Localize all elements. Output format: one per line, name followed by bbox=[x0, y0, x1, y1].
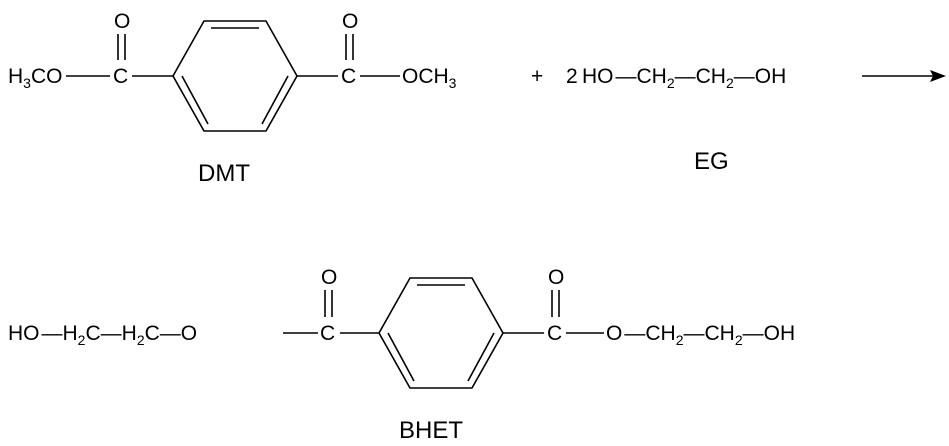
dmt-left-methoxy: H3CO bbox=[8, 65, 62, 91]
eg-molecule: 2 HO—CH2—CH2—OH EG bbox=[566, 65, 786, 175]
dmt-left-carbonyl-c: C bbox=[113, 65, 128, 88]
dmt-ring-double-lower-left bbox=[181, 75, 209, 125]
eg-name: EG bbox=[694, 148, 729, 175]
bhet-name: BHET bbox=[399, 417, 463, 444]
reaction-arrow bbox=[862, 70, 946, 82]
bhet-left-carbonyl-c: C bbox=[320, 322, 335, 345]
dmt-ring-double-lower-right bbox=[261, 75, 289, 125]
bhet-left-chain: HO—H2C—H2C—O bbox=[8, 322, 197, 348]
bhet-left-carbonyl-o: O bbox=[321, 266, 337, 289]
bhet-molecule: HO—H2C—H2C—O C O C O O—CH2—CH2—OH BHET bbox=[8, 266, 795, 444]
dmt-benzene-ring bbox=[172, 20, 298, 132]
bhet-ring-double-lower-right bbox=[467, 332, 495, 382]
dmt-right-methoxy: OCH3 bbox=[402, 65, 457, 91]
dmt-right-carbonyl-o: O bbox=[342, 10, 358, 33]
bhet-right-chain: O—CH2—CH2—OH bbox=[606, 322, 795, 348]
eg-coefficient: 2 bbox=[566, 65, 578, 88]
dmt-right-carbonyl-c: C bbox=[341, 65, 356, 88]
bhet-right-carbonyl-c: C bbox=[547, 322, 562, 345]
plus-sign: + bbox=[531, 65, 543, 88]
bhet-right-carbonyl-o: O bbox=[548, 266, 564, 289]
dmt-left-carbonyl-o: O bbox=[114, 10, 130, 33]
dmt-molecule: H3CO C O C O OCH3 DMT bbox=[8, 10, 457, 187]
bhet-ring-double-lower-left bbox=[387, 332, 415, 382]
dmt-name: DMT bbox=[198, 160, 250, 187]
arrow-head bbox=[930, 70, 946, 82]
eg-formula: HO—CH2—CH2—OH bbox=[582, 65, 786, 91]
bhet-benzene-ring bbox=[378, 277, 504, 389]
